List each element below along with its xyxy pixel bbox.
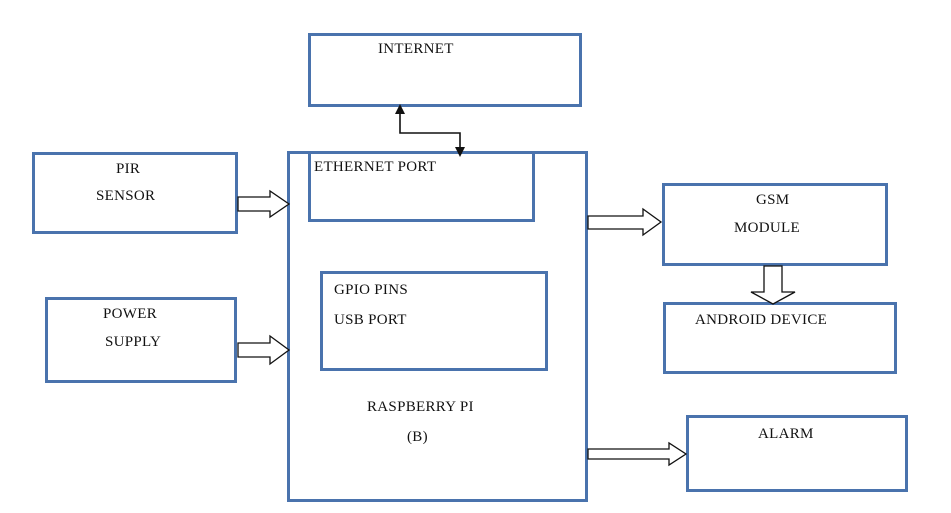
power-supply-label-line1: POWER <box>103 306 157 322</box>
internet-block <box>308 33 582 107</box>
gsm-to-android-arrow <box>750 265 796 305</box>
alarm-label: ALARM <box>758 426 814 442</box>
connector-arrowhead-down <box>455 147 465 157</box>
connector-arrowhead-up <box>395 104 405 114</box>
pi-to-alarm-arrow <box>587 441 688 467</box>
pir-sensor-block <box>32 152 238 234</box>
power-supply-label-line2: SUPPLY <box>105 334 162 350</box>
usb-port-label: USB PORT <box>334 312 407 328</box>
ethernet-port-block <box>308 151 535 222</box>
internet-ethernet-connector <box>399 112 461 151</box>
raspberry-pi-label-line2: (B) <box>407 429 428 445</box>
gsm-module-label-line2: MODULE <box>734 220 800 236</box>
pir-sensor-label-line2: SENSOR <box>96 188 156 204</box>
gsm-module-block <box>662 183 888 266</box>
pi-to-gsm-arrow <box>587 207 663 237</box>
pir-sensor-label-line1: PIR <box>116 161 141 177</box>
gpio-usb-block <box>320 271 548 371</box>
pir-to-pi-arrow <box>237 189 291 219</box>
power-supply-block <box>45 297 237 383</box>
gsm-module-label-line1: GSM <box>756 192 790 208</box>
gpio-pins-label: GPIO PINS <box>334 282 408 298</box>
internet-label: INTERNET <box>378 41 454 57</box>
raspberry-pi-label-line1: RASPBERRY PI <box>367 399 474 415</box>
android-device-label: ANDROID DEVICE <box>695 312 828 328</box>
android-device-block <box>663 302 897 374</box>
power-to-pi-arrow <box>237 334 291 366</box>
alarm-block <box>686 415 908 492</box>
ethernet-port-label: ETHERNET PORT <box>314 159 437 175</box>
